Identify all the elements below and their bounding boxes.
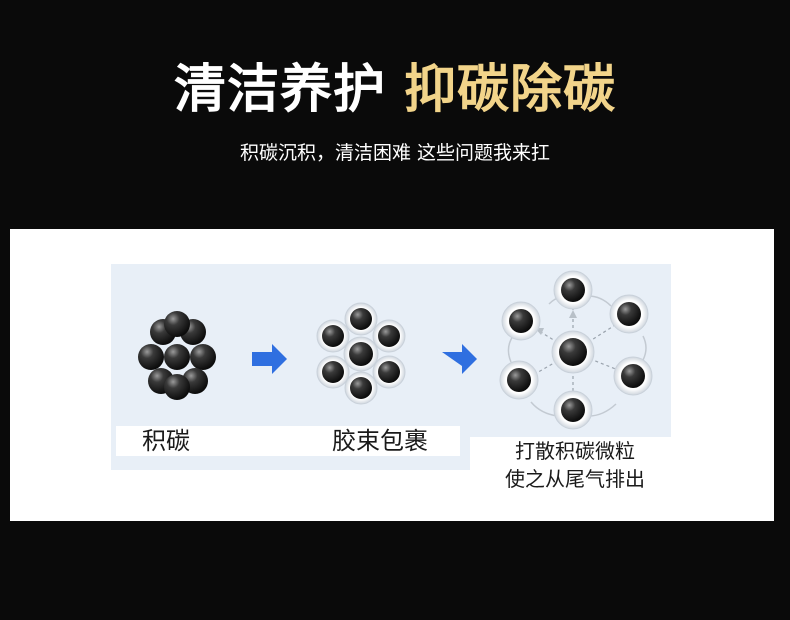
- title-gold-part: 抑碳除碳: [404, 60, 617, 120]
- page-title: 清洁养护抑碳除碳: [0, 58, 790, 122]
- right-arrow-icon: [442, 344, 477, 374]
- dispersed-particles-icon: [499, 270, 653, 430]
- carbon-cluster-icon: [138, 311, 216, 400]
- process-diagram: [138, 270, 653, 430]
- step-label-carbon: 积碳: [116, 426, 302, 456]
- page-subtitle: 积碳沉积，清洁困难 这些问题我来扛: [239, 142, 551, 164]
- diagram-panel: 积碳 胶束包裹 打散积碳微粒 使之从尾气排出: [10, 229, 774, 521]
- step-label-disperse-line2: 使之从尾气排出: [505, 467, 645, 491]
- step-label-disperse-line1: 打散积碳微粒: [515, 439, 635, 463]
- step-label-disperse: 打散积碳微粒 使之从尾气排出: [470, 437, 680, 493]
- right-arrow-icon: [252, 344, 287, 374]
- title-white-part: 清洁养护: [173, 60, 386, 120]
- micelle-wrap-icon: [316, 302, 406, 405]
- step-label-micelle: 胶束包裹: [300, 426, 460, 456]
